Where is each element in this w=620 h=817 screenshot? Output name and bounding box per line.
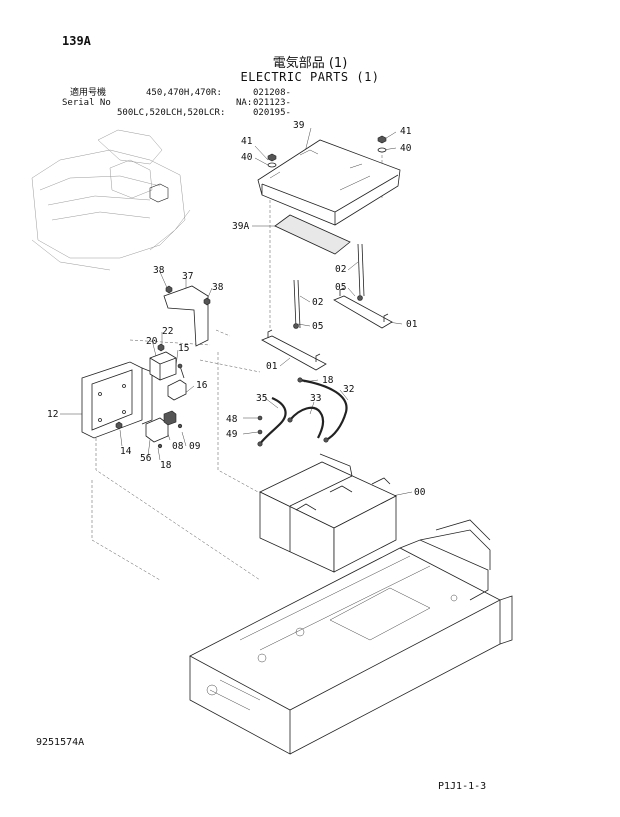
callout-37: 37: [182, 271, 193, 282]
callout-56: 56: [140, 453, 152, 464]
hold-down-rods-02: [293, 243, 365, 329]
page-code: 139A: [62, 34, 91, 48]
callout-14: 14: [120, 446, 132, 457]
batteries-part-00: [259, 453, 397, 573]
callout-38-right: 38: [212, 282, 224, 293]
callout-00: 00: [414, 487, 426, 498]
callout-40-left: 40: [241, 152, 253, 163]
callout-01-right: 01: [406, 319, 418, 330]
callout-49: 49: [226, 429, 238, 440]
callout-22: 22: [162, 326, 173, 337]
applicability-serial-1: 021208-: [253, 88, 291, 98]
sheet-number: P1J1-1-3: [438, 781, 487, 792]
callout-02-right: 02: [335, 264, 346, 275]
callout-16: 16: [196, 380, 208, 391]
callout-15: 15: [178, 343, 189, 354]
machine-location-sketch: [31, 129, 191, 271]
callout-41-right: 41: [400, 126, 412, 137]
machine-frame: [189, 519, 513, 755]
battery-hold-bars-01: [261, 287, 393, 371]
relay-parts-08-09-56: [115, 410, 183, 449]
applicability-label-en: Serial No: [62, 98, 111, 108]
mounting-plate-part-12: [81, 361, 153, 439]
callout-38-left: 38: [153, 265, 165, 276]
drawing-number: 9251574A: [36, 737, 85, 748]
callout-02-left: 02: [312, 297, 323, 308]
callout-05-left: 05: [312, 321, 323, 332]
battery-cover-part-39: [257, 139, 401, 226]
callout-35: 35: [256, 393, 267, 404]
applicability-models-1: 450,470H,470R:: [146, 88, 222, 98]
callout-12: 12: [47, 409, 58, 420]
applicability-models-3: 500LC,520LCH,520LCR:: [117, 108, 226, 118]
applicability-models-2: NA:: [236, 98, 253, 108]
callout-08: 08: [172, 441, 184, 452]
callout-41-left: 41: [241, 136, 253, 147]
callout-39a: 39A: [232, 221, 249, 232]
applicability-serial-2: 021123-: [253, 98, 291, 108]
callout-40-right: 40: [400, 143, 412, 154]
battery-cables-32-33-35: [257, 377, 348, 447]
fuse-parts-15-16: [167, 363, 187, 401]
callout-20: 20: [146, 336, 158, 347]
callout-01-left: 01: [266, 361, 278, 372]
relay-bracket-part-37: [163, 285, 211, 347]
callout-05-right: 05: [335, 282, 346, 293]
callout-numbers: 39 41 40 41 40 39A 02 05 02 05 01 01 38 …: [47, 120, 426, 498]
page-title: ELECTRIC PARTS (1): [240, 70, 380, 84]
callout-39: 39: [293, 120, 305, 131]
callout-32: 32: [343, 384, 354, 395]
callout-48: 48: [226, 414, 238, 425]
page-title-japanese: 電気部品 (1): [272, 56, 348, 71]
serial-applicability: 適用号機 Serial No 450,470H,470R: 021208- NA…: [62, 88, 291, 178]
callout-09: 09: [189, 441, 201, 452]
insulation-sheet-part-39a: [274, 214, 351, 255]
battery-relay-part-20: [149, 343, 177, 381]
cover-bolts-41-40: [267, 135, 387, 168]
callout-18-upper: 18: [322, 375, 334, 386]
callout-33: 33: [310, 393, 321, 404]
callout-18-lower: 18: [160, 460, 172, 471]
applicability-label-jp: 適用号機: [70, 88, 107, 98]
applicability-serial-3: 020195-: [253, 108, 291, 118]
